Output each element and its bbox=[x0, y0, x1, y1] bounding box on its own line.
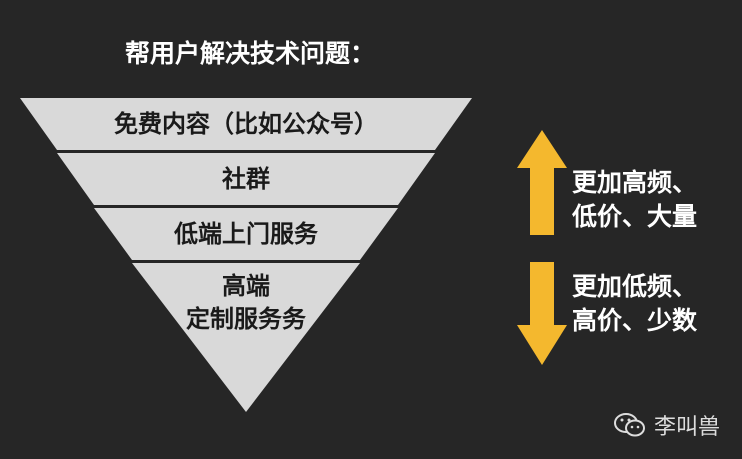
funnel-label-1: 免费内容（比如公众号） bbox=[114, 110, 378, 138]
down-arrow-caption: 更加低频、 高价、少数 bbox=[572, 270, 697, 338]
funnel-label-3: 低端上门服务 bbox=[174, 220, 318, 248]
funnel-label-4: 高端 定制服务务 bbox=[166, 270, 326, 336]
watermark: 李叫兽 bbox=[613, 409, 720, 441]
up-caption-line2: 低价、大量 bbox=[572, 202, 698, 231]
down-caption-line1: 更加低频、 bbox=[572, 272, 698, 301]
wechat-icon bbox=[613, 413, 645, 437]
page-title: 帮用户解决技术问题： bbox=[124, 39, 375, 68]
funnel-level-3 bbox=[94, 208, 398, 260]
down-caption-line2: 高价、少数 bbox=[572, 306, 698, 335]
funnel-level-4 bbox=[132, 263, 360, 412]
funnel-level-2 bbox=[57, 153, 435, 205]
up-caption-line1: 更加高频、 bbox=[572, 168, 698, 197]
funnel-label-2: 社群 bbox=[222, 165, 270, 193]
arrow-down-icon bbox=[517, 262, 567, 365]
funnel-label-4-line2: 定制服务务 bbox=[186, 305, 306, 333]
watermark-text: 李叫兽 bbox=[653, 415, 720, 440]
funnel-level-1 bbox=[20, 98, 472, 150]
up-arrow-caption: 更加高频、 低价、大量 bbox=[572, 166, 697, 234]
funnel-label-4-line1: 高端 bbox=[222, 272, 270, 300]
arrow-up-icon bbox=[517, 130, 567, 235]
